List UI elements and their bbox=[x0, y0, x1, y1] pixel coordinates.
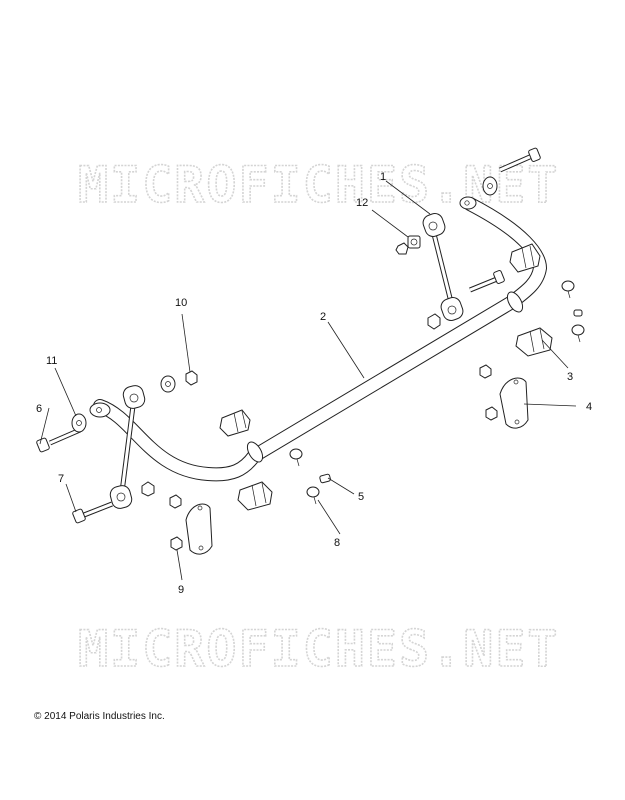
callout-1: 1 bbox=[380, 171, 386, 183]
bushing-right-upper bbox=[509, 243, 541, 273]
stabilizer-bar bbox=[89, 196, 548, 482]
bushing-left-upper bbox=[219, 409, 251, 437]
callout-4: 4 bbox=[586, 401, 592, 413]
callout-7: 7 bbox=[58, 473, 64, 485]
rivet-right bbox=[573, 309, 583, 317]
screw-right-2 bbox=[571, 324, 585, 343]
bolt-left-7 bbox=[72, 501, 113, 524]
bolt-left-6 bbox=[36, 427, 81, 453]
nut-left-link bbox=[141, 481, 155, 497]
bushing-left-lower bbox=[237, 481, 273, 511]
callout-5: 5 bbox=[358, 491, 364, 503]
copyright-notice: © 2014 Polaris Industries Inc. bbox=[34, 711, 165, 722]
bushing-right-lower-3 bbox=[515, 327, 553, 357]
flange-nut-right-1 bbox=[479, 364, 492, 379]
bolt-top-right bbox=[498, 147, 541, 173]
watermark-bottom: MICROFICHES.NET bbox=[78, 620, 560, 678]
pushpin-5 bbox=[319, 473, 331, 484]
callout-8: 8 bbox=[334, 537, 340, 549]
clamp-left bbox=[185, 503, 213, 555]
flange-nut-left-top bbox=[169, 494, 182, 509]
screw-right-1 bbox=[561, 280, 575, 299]
washer-11 bbox=[71, 413, 87, 433]
flange-nut-left-9 bbox=[170, 536, 183, 551]
callout-3: 3 bbox=[567, 371, 573, 383]
callout-11: 11 bbox=[46, 355, 57, 367]
nut-right-link bbox=[427, 313, 441, 330]
clamp-right-4 bbox=[499, 377, 529, 429]
screw-8 bbox=[306, 486, 320, 505]
washer-top bbox=[482, 176, 498, 196]
nut-washer-12 bbox=[395, 235, 421, 255]
callout-10: 10 bbox=[175, 297, 187, 309]
callout-9: 9 bbox=[178, 584, 184, 596]
link-rod-left bbox=[109, 385, 146, 509]
link-rod-right bbox=[422, 212, 464, 322]
leader-lines bbox=[39, 180, 577, 581]
screw-mid bbox=[289, 448, 303, 467]
nut-washer-10 bbox=[160, 370, 198, 393]
callout-6: 6 bbox=[36, 403, 42, 415]
bolt-mid-right bbox=[469, 270, 505, 293]
callout-2: 2 bbox=[320, 311, 326, 323]
callout-12: 12 bbox=[356, 197, 368, 209]
flange-nut-right-2 bbox=[485, 406, 498, 421]
